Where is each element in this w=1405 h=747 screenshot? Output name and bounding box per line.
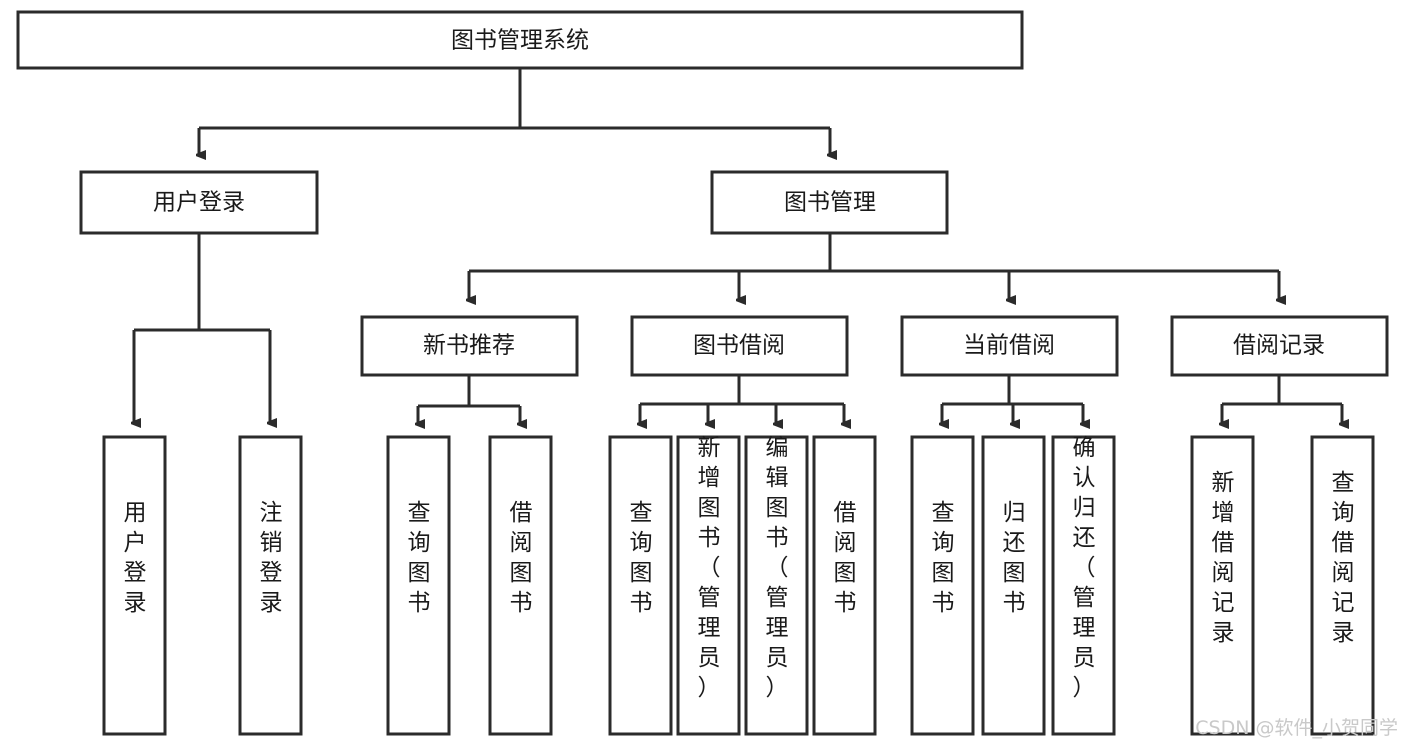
- node-current-borrow[interactable]: 当前借阅: [900, 315, 1119, 377]
- node-leaf-confirm-return-label: 确认归还（管理员）: [1073, 435, 1096, 701]
- edges-book-borrow-to-leaves: [640, 375, 844, 424]
- edges-root-to-level1: [199, 68, 830, 155]
- node-current-borrow-box[interactable]: [900, 315, 1119, 377]
- csdn-watermark: CSDN @软件_小贺同学: [1195, 717, 1398, 739]
- node-leaf-user-login[interactable]: 用户登录: [102, 435, 167, 736]
- edges-borrow-record-to-leaves: [1222, 375, 1342, 424]
- node-leaf-confirm-return-box[interactable]: [1051, 435, 1116, 736]
- node-leaf-add-book-label: 新增图书（管理员）: [698, 435, 721, 701]
- node-leaf-query-book-3-box[interactable]: [910, 435, 975, 736]
- edges-current-borrow-to-leaves: [942, 375, 1083, 424]
- node-leaf-add-record[interactable]: 新增借阅记录: [1190, 435, 1255, 736]
- node-leaf-query-book-2-box[interactable]: [608, 435, 673, 736]
- node-leaf-user-logout[interactable]: 注销登录: [238, 435, 303, 736]
- node-leaf-add-record-label: 新增借阅记录: [1212, 470, 1235, 646]
- node-new-book-recommend-box[interactable]: [360, 315, 579, 377]
- edges-book-management-to-level2: [469, 233, 1279, 300]
- node-leaf-query-book-1-label: 查询图书: [408, 500, 431, 616]
- node-book-borrow[interactable]: 图书借阅: [630, 315, 849, 377]
- node-book-borrow-box[interactable]: [630, 315, 849, 377]
- node-book-management[interactable]: 图书管理: [710, 170, 949, 235]
- node-new-book-recommend[interactable]: 新书推荐: [360, 315, 579, 377]
- node-leaf-borrow-book-2-box[interactable]: [812, 435, 877, 736]
- node-leaf-borrow-book-1-box[interactable]: [488, 435, 553, 736]
- node-leaf-query-book-3[interactable]: 查询图书: [910, 435, 975, 736]
- node-leaf-user-logout-label: 注销登录: [260, 500, 283, 616]
- node-leaf-query-book-1[interactable]: 查询图书: [386, 435, 451, 736]
- node-leaf-return-book-box[interactable]: [981, 435, 1046, 736]
- node-leaf-query-book-1-box[interactable]: [386, 435, 451, 736]
- node-book-management-label: 图书管理: [784, 190, 876, 216]
- node-leaf-borrow-book-2[interactable]: 借阅图书: [812, 435, 877, 736]
- node-leaf-query-book-2[interactable]: 查询图书: [608, 435, 673, 736]
- node-leaf-borrow-book-2-label: 借阅图书: [834, 500, 857, 616]
- node-leaf-query-record[interactable]: 查询借阅记录: [1310, 435, 1375, 736]
- node-user-login-box[interactable]: [79, 170, 319, 235]
- node-leaf-edit-book-label: 编辑图书（管理员）: [766, 435, 789, 701]
- node-borrow-record[interactable]: 借阅记录: [1170, 315, 1389, 377]
- node-root-box[interactable]: [16, 10, 1024, 70]
- node-leaf-user-login-label: 用户登录: [124, 500, 147, 616]
- node-borrow-record-box[interactable]: [1170, 315, 1389, 377]
- node-leaf-confirm-return[interactable]: 确认归还（管理员）: [1051, 435, 1116, 736]
- node-book-borrow-label: 图书借阅: [693, 333, 785, 359]
- node-leaf-edit-book[interactable]: 编辑图书（管理员）: [744, 435, 809, 736]
- node-user-login-label: 用户登录: [153, 190, 245, 216]
- edges-new-book-recommend-to-leaves: [418, 375, 520, 424]
- node-leaf-return-book[interactable]: 归还图书: [981, 435, 1046, 736]
- node-new-book-recommend-label: 新书推荐: [423, 333, 515, 359]
- node-book-management-box[interactable]: [710, 170, 949, 235]
- node-leaf-edit-book-box[interactable]: [744, 435, 809, 736]
- node-borrow-record-label: 借阅记录: [1233, 333, 1325, 359]
- node-leaf-add-record-box[interactable]: [1190, 435, 1255, 736]
- node-leaf-query-book-3-label: 查询图书: [932, 500, 955, 616]
- node-current-borrow-label: 当前借阅: [963, 333, 1055, 359]
- node-leaf-query-book-2-label: 查询图书: [630, 500, 653, 616]
- node-root[interactable]: 图书管理系统: [16, 10, 1024, 70]
- node-user-login[interactable]: 用户登录: [79, 170, 319, 235]
- node-root-label: 图书管理系统: [451, 28, 589, 54]
- node-leaf-query-record-box[interactable]: [1310, 435, 1375, 736]
- node-leaf-return-book-label: 归还图书: [1003, 500, 1026, 616]
- node-leaf-user-logout-box[interactable]: [238, 435, 303, 736]
- node-leaf-add-book-box[interactable]: [676, 435, 741, 736]
- node-leaf-add-book[interactable]: 新增图书（管理员）: [676, 435, 741, 736]
- edges-user-login-to-leaves: [134, 233, 270, 423]
- node-leaf-user-login-box[interactable]: [102, 435, 167, 736]
- node-leaf-borrow-book-1[interactable]: 借阅图书: [488, 435, 553, 736]
- node-leaf-query-record-label: 查询借阅记录: [1332, 470, 1355, 646]
- node-leaf-borrow-book-1-label: 借阅图书: [510, 500, 533, 616]
